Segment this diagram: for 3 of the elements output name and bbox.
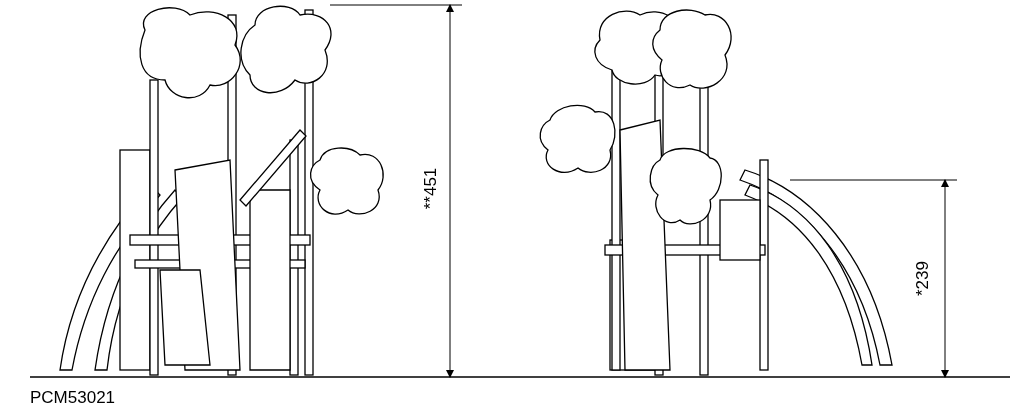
dimension-label: *239: [914, 261, 931, 296]
product-code: PCM53021: [30, 389, 116, 406]
dimension-label: **451: [422, 167, 440, 210]
